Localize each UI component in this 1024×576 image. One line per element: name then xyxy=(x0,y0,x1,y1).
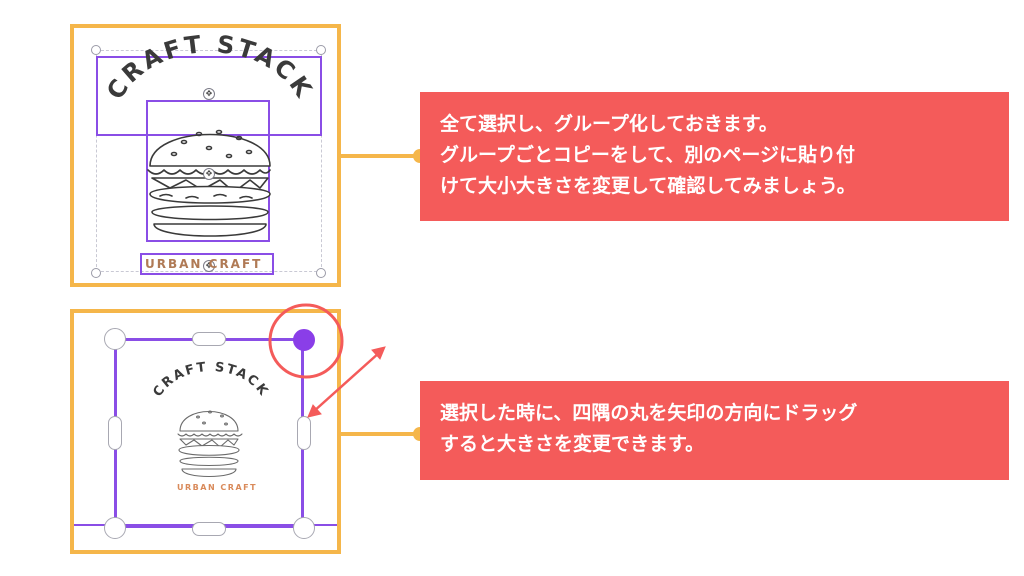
group-corner-handle-br[interactable] xyxy=(316,268,326,278)
instruction-callout-top: 全て選択し、グループ化しておきます。 グループごとコピーをして、別のページに貼り… xyxy=(420,92,1009,221)
resize-handle-top-right[interactable] xyxy=(293,329,315,351)
title-move-handle-icon[interactable]: ✥ xyxy=(203,88,215,100)
craft-stack-logo: CRAFT STACK xyxy=(101,30,316,237)
callout-connector-top xyxy=(341,149,427,163)
group-corner-handle-bl[interactable] xyxy=(91,268,101,278)
callout-connector-bottom xyxy=(341,427,427,441)
callout-line: グループごとコピーをして、別のページに貼り付 xyxy=(440,144,855,166)
callout-line: すると大きさを変更できます。 xyxy=(440,433,705,455)
brand-subtitle-small: URBAN CRAFT xyxy=(177,483,258,492)
resize-demo-panel: CRAFT STACK URBAN CRAFT xyxy=(70,309,341,554)
callout-line: 全て選択し、グループ化しておきます。 xyxy=(440,113,778,135)
burger-move-handle-icon[interactable]: ✥ xyxy=(203,168,215,180)
grouped-design-panel: CRAFT STACK xyxy=(70,24,341,287)
group-corner-handle-tr[interactable] xyxy=(316,45,326,55)
craft-stack-logo-small: CRAFT STACK xyxy=(151,360,272,477)
resize-handle-bottom-right[interactable] xyxy=(293,517,315,539)
group-corner-handle-tl[interactable] xyxy=(91,45,101,55)
brand-title-curved-small: CRAFT STACK xyxy=(151,360,272,400)
brand-subtitle: URBAN CRAFT xyxy=(145,257,263,271)
resize-handle-left-edge[interactable] xyxy=(108,416,122,450)
subtitle-selection-frame[interactable] xyxy=(140,253,274,275)
instruction-callout-bottom: 選択した時に、四隅の丸を矢印の方向にドラッグ すると大きさを変更できます。 xyxy=(420,381,1009,480)
resize-handle-top-left[interactable] xyxy=(104,328,126,350)
resize-handle-bottom-edge[interactable] xyxy=(192,522,226,536)
resize-handle-top-edge[interactable] xyxy=(192,332,226,346)
burger-illustration xyxy=(147,129,271,237)
resize-handle-bottom-left[interactable] xyxy=(104,517,126,539)
resize-handle-right-edge[interactable] xyxy=(297,416,311,450)
subtitle-move-handle-icon[interactable]: ✥ xyxy=(203,260,215,272)
callout-line: けて大小大きさを変更して確認してみましょう。 xyxy=(440,175,856,197)
callout-line: 選択した時に、四隅の丸を矢印の方向にドラッグ xyxy=(440,402,858,424)
burger-illustration-small xyxy=(177,410,243,477)
